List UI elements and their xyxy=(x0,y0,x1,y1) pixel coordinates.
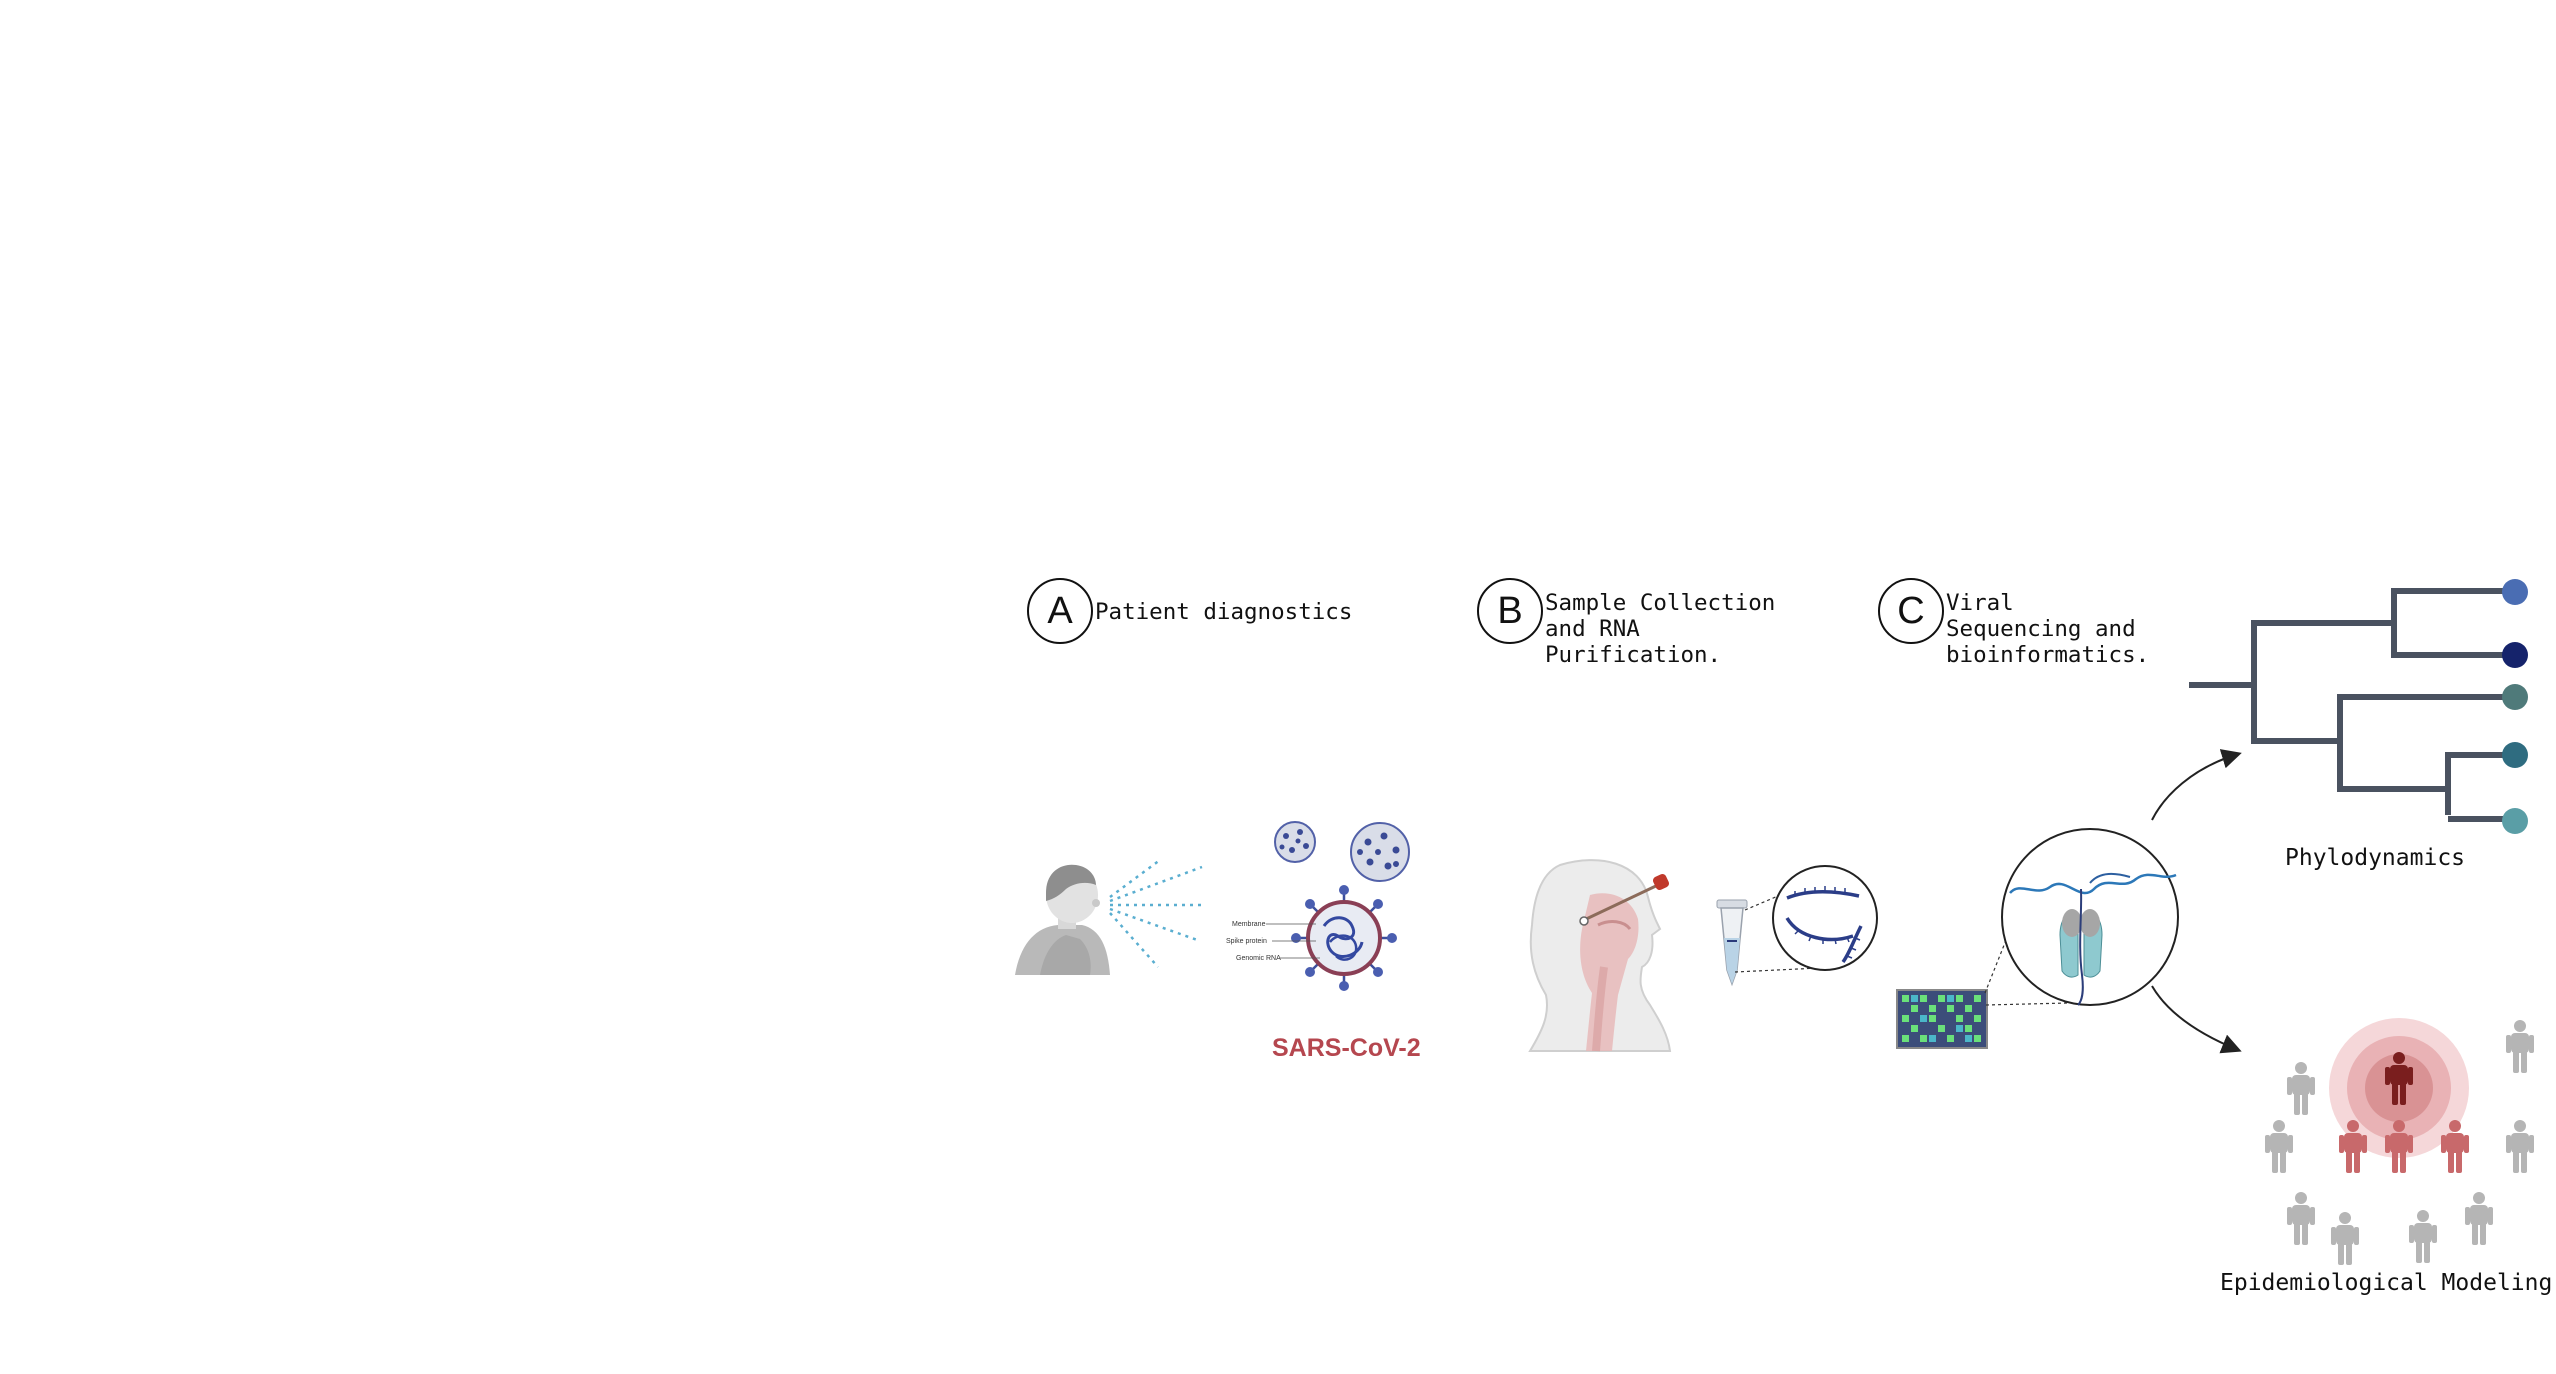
flow-arrows xyxy=(2151,749,2242,1054)
person-icon xyxy=(2409,1210,2437,1263)
phylodynamics-caption: Phylodynamics xyxy=(2285,845,2466,871)
virion-cross-section-icon: Membrane Spike protein Genomic RNA xyxy=(1226,885,1397,991)
sequence-data-grid-icon xyxy=(1896,989,1988,1049)
step-b: B Sample Collection and RNA Purification… xyxy=(1477,578,1775,668)
arrow-to-epidemiology-icon xyxy=(2151,985,2242,1054)
step-c-letter: C xyxy=(1878,578,1944,644)
nanopore-icon xyxy=(2001,828,2179,1006)
epidemiology-illustration xyxy=(2265,1018,2534,1265)
virus-part-membrane: Membrane xyxy=(1232,921,1266,928)
person-icon xyxy=(2287,1062,2315,1115)
virus-name-label: SARS-CoV-2 xyxy=(1272,1034,1421,1062)
step-b-label: Sample Collection and RNA Purification. xyxy=(1545,590,1776,668)
person-icon xyxy=(2331,1212,2359,1265)
person-icon xyxy=(2506,1020,2534,1073)
person-icon xyxy=(2465,1192,2493,1245)
virus-part-rna: Genomic RNA xyxy=(1236,955,1281,962)
tree-tips xyxy=(2448,579,2528,834)
tree-tip-3 xyxy=(2502,684,2528,710)
step-a-letter: A xyxy=(1027,578,1093,644)
arrow-to-phylodynamics-icon xyxy=(2151,749,2242,821)
rna-tube-icon xyxy=(1716,865,1878,987)
phylogenetic-tree xyxy=(2189,588,2513,815)
small-virus-icon xyxy=(1274,821,1316,863)
tree-tip-1 xyxy=(2502,579,2528,605)
coughing-patient-icon xyxy=(1015,858,1205,975)
epidemiology-caption: Epidemiological Modeling xyxy=(2220,1270,2553,1296)
step-a: A Patient diagnostics xyxy=(1027,578,1352,644)
virus-illustration: Membrane Spike protein Genomic RNA xyxy=(1226,821,1410,991)
tree-tip-4 xyxy=(2502,742,2528,768)
person-icon xyxy=(2506,1120,2534,1173)
medium-virus-icon xyxy=(1350,822,1410,882)
virus-part-spike: Spike protein xyxy=(1226,938,1267,945)
person-icon xyxy=(2287,1192,2315,1245)
tree-tip-2 xyxy=(2502,642,2528,668)
step-c: C Viral Sequencing and bioinformatics. xyxy=(1878,578,2149,668)
step-a-label: Patient diagnostics xyxy=(1095,599,1353,625)
person-icon xyxy=(2265,1120,2293,1173)
tree-tip-5 xyxy=(2502,808,2528,834)
nasal-swab-head-icon xyxy=(1528,859,1672,1052)
sequencing-illustration xyxy=(1896,828,2179,1049)
step-c-label: Viral Sequencing and bioinformatics. xyxy=(1946,590,2150,668)
step-b-letter: B xyxy=(1477,578,1543,644)
